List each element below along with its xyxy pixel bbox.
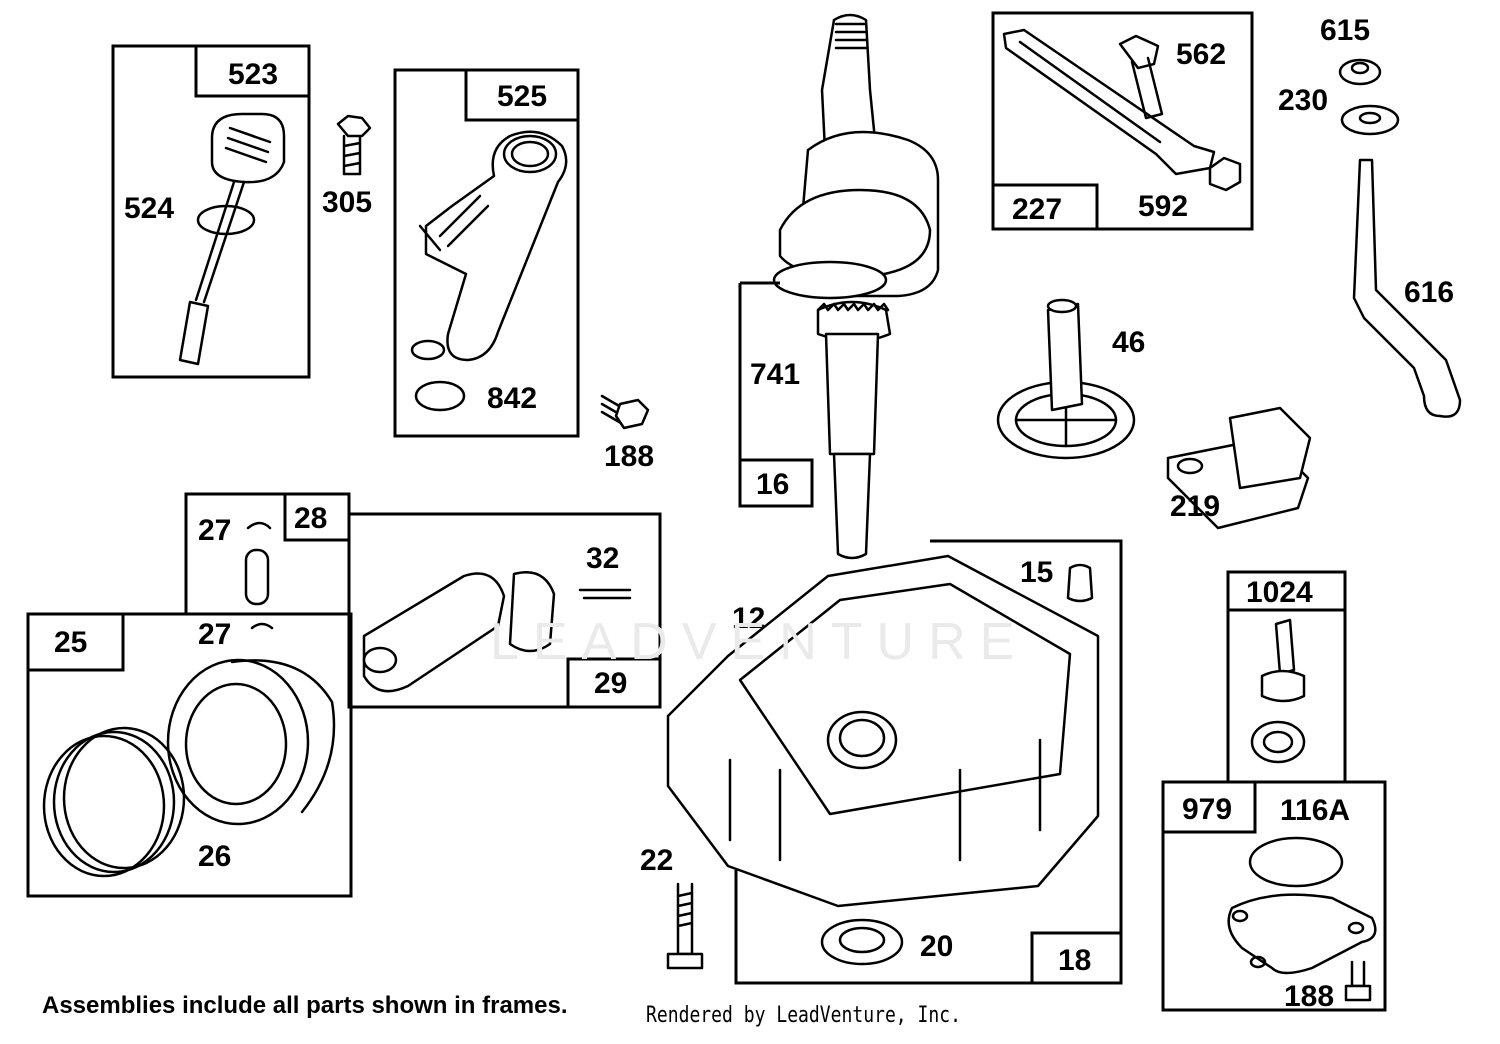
part-842-label[interactable]: 842: [487, 382, 537, 415]
part-230-label[interactable]: 230: [1278, 84, 1328, 117]
plug-15: [1066, 563, 1094, 603]
part-29-label[interactable]: 29: [594, 667, 627, 700]
part-525-label[interactable]: 525: [497, 80, 547, 113]
cam-gear-46: [996, 298, 1136, 460]
watermark: LEADVENTURE: [490, 613, 1029, 671]
connecting-rod: [362, 571, 632, 693]
seal-615: [1338, 58, 1382, 86]
part-227-label[interactable]: 227: [1012, 193, 1062, 226]
part-592-label[interactable]: 592: [1138, 190, 1188, 223]
oil-fill-tube: [410, 130, 568, 412]
bolt-22: [666, 882, 704, 970]
piston-rings: [42, 726, 186, 878]
part-741-label[interactable]: 741: [750, 358, 800, 391]
frame-29: 29: [347, 512, 662, 709]
part-616-label[interactable]: 616: [1404, 276, 1454, 309]
part-562-label[interactable]: 562: [1176, 38, 1226, 71]
part-32-label[interactable]: 32: [586, 542, 619, 575]
part-26-label[interactable]: 26: [198, 840, 231, 873]
frame-979: 979: [1161, 780, 1387, 1012]
governor-shaft-616: [1352, 158, 1462, 418]
bolt-188-lower: [1344, 960, 1372, 1002]
oil-pump: [1250, 618, 1306, 764]
part-20-label[interactable]: 20: [920, 930, 953, 963]
part-15-label[interactable]: 15: [1020, 556, 1053, 589]
part-22-label[interactable]: 22: [640, 844, 673, 877]
frame-525: 525: [393, 68, 580, 438]
governor-219: [1166, 406, 1312, 530]
frame-18: 18: [734, 539, 1123, 985]
part-46-label[interactable]: 46: [1112, 326, 1145, 359]
part-12-label[interactable]: 12: [732, 602, 765, 635]
circlip-27: [250, 622, 274, 630]
part-615-label[interactable]: 615: [1320, 14, 1370, 47]
footer-note: Assemblies include all parts shown in fr…: [42, 992, 568, 1019]
bolt-305: [336, 114, 372, 176]
frame-227: 227: [991, 11, 1254, 231]
part-305-label[interactable]: 305: [322, 186, 372, 219]
part-188-upper-label[interactable]: 188: [604, 440, 654, 473]
pump-cover: [1227, 836, 1377, 975]
part-18-label[interactable]: 18: [1058, 944, 1091, 977]
piston-pin: [244, 521, 272, 606]
frame-25: 25: [26, 612, 353, 898]
frame-16: 16: [738, 281, 814, 508]
part-219-label[interactable]: 219: [1170, 490, 1220, 523]
part-25-label[interactable]: 25: [54, 626, 87, 659]
oil-seal-20: [820, 918, 904, 966]
governor-lever: [1002, 28, 1242, 192]
part-116A-label[interactable]: 116A: [1280, 794, 1350, 827]
part-27-lower-label[interactable]: 27: [198, 618, 231, 651]
part-188-lower-label[interactable]: 188: [1284, 980, 1334, 1013]
frame-523: 523: [111, 44, 311, 379]
part-1024-label[interactable]: 1024: [1246, 576, 1313, 609]
rendered-by-credit: Rendered by LeadVenture, Inc.: [646, 1003, 961, 1028]
part-27-upper-label[interactable]: 27: [198, 514, 231, 547]
part-524-label[interactable]: 524: [124, 192, 174, 225]
part-523-label[interactable]: 523: [228, 58, 278, 91]
part-28-label[interactable]: 28: [294, 502, 327, 535]
dipstick-524: [178, 112, 286, 366]
bolt-188-upper: [600, 394, 650, 430]
washer-230: [1340, 104, 1400, 136]
crankcase-sump: [666, 554, 1100, 908]
crankshaft: [772, 13, 940, 560]
piston: [166, 658, 336, 826]
part-16-label[interactable]: 16: [756, 468, 789, 501]
part-979-label[interactable]: 979: [1182, 793, 1232, 826]
